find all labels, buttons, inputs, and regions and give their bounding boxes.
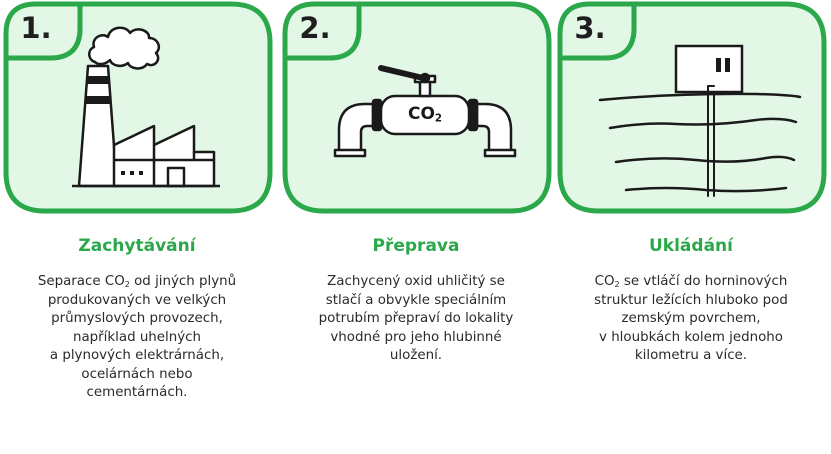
- desc-line: Zachycený oxid uhličitý se: [327, 274, 505, 289]
- number-badge: [557, 1, 637, 61]
- step-title: Přeprava: [372, 236, 460, 256]
- desc-line: průmyslových provozech,: [51, 311, 223, 326]
- step-title: Ukládání: [649, 236, 733, 256]
- step-number: 3.: [574, 11, 606, 45]
- number-badge: [282, 1, 362, 61]
- step-description: CO2 se vtláčí do horninových struktur le…: [566, 273, 816, 366]
- step-transport: CO2 2. Přeprava Zachycený oxid uhličitý …: [281, 0, 552, 454]
- factory-icon: [72, 26, 220, 188]
- desc-line: ocelárnách nebo: [81, 366, 193, 382]
- desc-line: stlačí a obvykle speciálním: [325, 292, 507, 308]
- desc-line: potrubím přepraví do lokality: [318, 311, 514, 326]
- step-number: 1.: [20, 11, 52, 45]
- step-title: Zachytávání: [78, 236, 196, 256]
- desc-line: uložení.: [389, 348, 443, 363]
- desc-line: cementárnách.: [86, 385, 188, 400]
- desc-line: například uhelných: [72, 329, 202, 345]
- desc-line: CO2 se vtláčí do horninových: [594, 274, 788, 289]
- pipeline-valve-icon: [333, 65, 517, 158]
- underground-storage-icon: [598, 44, 802, 197]
- desc-line: produkovaných ve velkých: [47, 292, 227, 308]
- step-description: Zachycený oxid uhličitý se stlačí a obvy…: [291, 273, 541, 366]
- desc-line: zemským povrchem,: [621, 311, 761, 326]
- desc-line: kilometru a více.: [634, 348, 748, 363]
- desc-line: a plynových elektrárnách,: [49, 348, 225, 363]
- tile-capture: [3, 1, 273, 214]
- step-storage: 3. Ukládání CO2 se vtláčí do horninových…: [556, 0, 827, 454]
- tile-transport: [282, 1, 552, 214]
- desc-line: Separace CO2 od jiných plynů: [37, 274, 237, 289]
- tile-storage: [557, 1, 827, 214]
- desc-line: struktur ležících hluboko pod: [594, 292, 788, 308]
- pipe-label: CO2: [407, 104, 443, 125]
- desc-line: vhodné pro jeho hlubinné: [330, 329, 502, 345]
- number-badge: [3, 1, 83, 61]
- step-number: 2.: [299, 11, 331, 45]
- desc-line: v hloubkách kolem jednoho: [599, 329, 783, 345]
- step-description: Separace CO2 od jiných plynů produkovaný…: [12, 273, 262, 403]
- step-capture: 1. Zachytávání Separace CO2 od jiných pl…: [2, 0, 273, 454]
